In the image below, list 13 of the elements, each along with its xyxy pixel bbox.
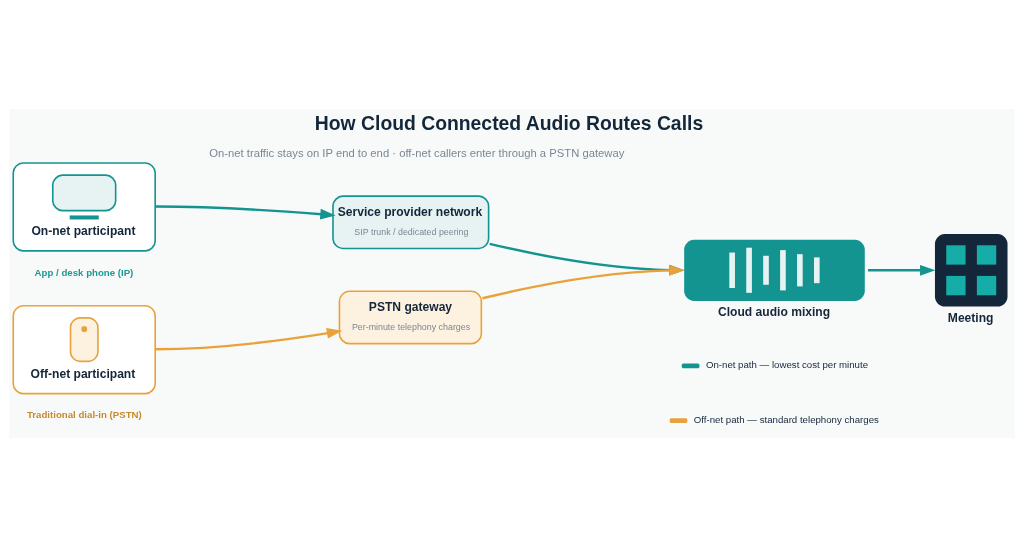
diagram-title: How Cloud Connected Audio Routes Calls — [314, 111, 704, 134]
node-label: App / desk phone (IP) — [34, 266, 134, 278]
legend-label: Off-net path — standard telephony charges — [693, 413, 879, 425]
label: On-net traffic stays on IP end to end · off-net callers enter through a PSTN gateway — [209, 146, 625, 159]
node-box — [684, 239, 865, 301]
arrow — [156, 204, 336, 220]
node-box — [934, 233, 1008, 307]
legend-label: On-net path — lowest cost per minute — [705, 358, 869, 370]
arrow — [155, 327, 343, 350]
arrow — [868, 264, 936, 276]
node-label: Traditional dial-in (PSTN) — [26, 408, 142, 420]
node-label: Cloud audio mixing — [718, 304, 831, 319]
node-label: Meeting — [947, 310, 994, 325]
